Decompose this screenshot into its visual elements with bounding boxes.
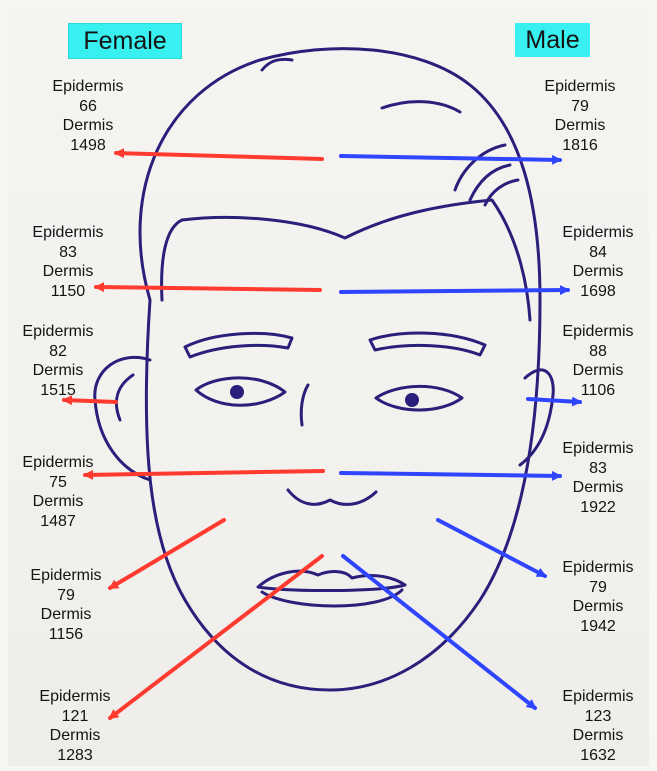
dermis-value: 1487: [3, 512, 113, 532]
dermis-label: Dermis: [543, 478, 653, 498]
female-arrow-6: [110, 556, 322, 718]
female-label-3: Epidermis 82 Dermis 1515: [3, 322, 113, 400]
female-label-6: Epidermis 121 Dermis 1283: [20, 687, 130, 765]
dermis-label: Dermis: [13, 262, 123, 282]
epidermis-label: Epidermis: [13, 223, 123, 243]
head-outline: [140, 49, 540, 690]
epidermis-value: 88: [543, 342, 653, 362]
dermis-label: Dermis: [20, 726, 130, 746]
male-arrow-5: [438, 520, 545, 576]
female-arrow-1: [116, 153, 322, 159]
female-arrow-3: [64, 400, 116, 402]
dermis-label: Dermis: [543, 726, 653, 746]
dermis-value: 1498: [33, 136, 143, 156]
lower-lip: [262, 590, 402, 606]
dermis-label: Dermis: [543, 361, 653, 381]
female-label-2: Epidermis 83 Dermis 1150: [13, 223, 123, 301]
right-eye: [376, 386, 462, 410]
hairline: [162, 200, 530, 320]
dermis-value: 1515: [3, 381, 113, 401]
dermis-value: 1816: [525, 136, 635, 156]
epidermis-value: 79: [11, 586, 121, 606]
dermis-value: 1632: [543, 746, 653, 766]
epidermis-value: 84: [543, 243, 653, 263]
epidermis-label: Epidermis: [543, 439, 653, 459]
epidermis-label: Epidermis: [11, 566, 121, 586]
epidermis-value: 75: [3, 473, 113, 493]
epidermis-value: 123: [543, 707, 653, 727]
dermis-value: 1150: [13, 282, 123, 302]
epidermis-label: Epidermis: [525, 77, 635, 97]
left-pupil: [230, 385, 244, 399]
left-ear-inner: [116, 375, 133, 420]
dermis-label: Dermis: [543, 597, 653, 617]
epidermis-label: Epidermis: [33, 77, 143, 97]
male-header: Male: [515, 23, 590, 57]
epidermis-value: 66: [33, 97, 143, 117]
dermis-value: 1942: [543, 617, 653, 637]
female-label-1: Epidermis 66 Dermis 1498: [33, 77, 143, 155]
right-pupil: [405, 393, 419, 407]
epidermis-value: 121: [20, 707, 130, 727]
epidermis-label: Epidermis: [3, 453, 113, 473]
epidermis-value: 83: [543, 459, 653, 479]
male-label-2: Epidermis 84 Dermis 1698: [543, 223, 653, 301]
dermis-value: 1922: [543, 498, 653, 518]
male-label-5: Epidermis 79 Dermis 1942: [543, 558, 653, 636]
male-arrow-2: [341, 290, 568, 292]
nose-bridge: [301, 385, 308, 425]
epidermis-value: 82: [3, 342, 113, 362]
nose-base: [288, 490, 376, 504]
left-eyebrow: [185, 333, 292, 357]
dermis-value: 1156: [11, 625, 121, 645]
male-label-6: Epidermis 123 Dermis 1632: [543, 687, 653, 765]
hair-strokes: [262, 59, 518, 205]
epidermis-value: 83: [13, 243, 123, 263]
dermis-label: Dermis: [3, 492, 113, 512]
epidermis-label: Epidermis: [3, 322, 113, 342]
dermis-value: 1698: [543, 282, 653, 302]
epidermis-label: Epidermis: [20, 687, 130, 707]
epidermis-label: Epidermis: [543, 223, 653, 243]
epidermis-label: Epidermis: [543, 687, 653, 707]
dermis-label: Dermis: [543, 262, 653, 282]
epidermis-value: 79: [543, 578, 653, 598]
male-label-1: Epidermis 79 Dermis 1816: [525, 77, 635, 155]
dermis-value: 1283: [20, 746, 130, 766]
dermis-label: Dermis: [525, 116, 635, 136]
epidermis-value: 79: [525, 97, 635, 117]
dermis-label: Dermis: [3, 361, 113, 381]
female-arrow-4: [85, 471, 323, 475]
male-label-3: Epidermis 88 Dermis 1106: [543, 322, 653, 400]
male-arrow-1: [341, 156, 560, 160]
dermis-label: Dermis: [33, 116, 143, 136]
dermis-label: Dermis: [11, 605, 121, 625]
epidermis-label: Epidermis: [543, 322, 653, 342]
female-header: Female: [68, 23, 182, 59]
male-label-4: Epidermis 83 Dermis 1922: [543, 439, 653, 517]
female-label-5: Epidermis 79 Dermis 1156: [11, 566, 121, 644]
epidermis-label: Epidermis: [543, 558, 653, 578]
female-arrow-5: [110, 520, 224, 588]
female-arrow-2: [96, 287, 320, 290]
female-label-4: Epidermis 75 Dermis 1487: [3, 453, 113, 531]
right-eyebrow: [370, 333, 485, 355]
dermis-value: 1106: [543, 381, 653, 401]
